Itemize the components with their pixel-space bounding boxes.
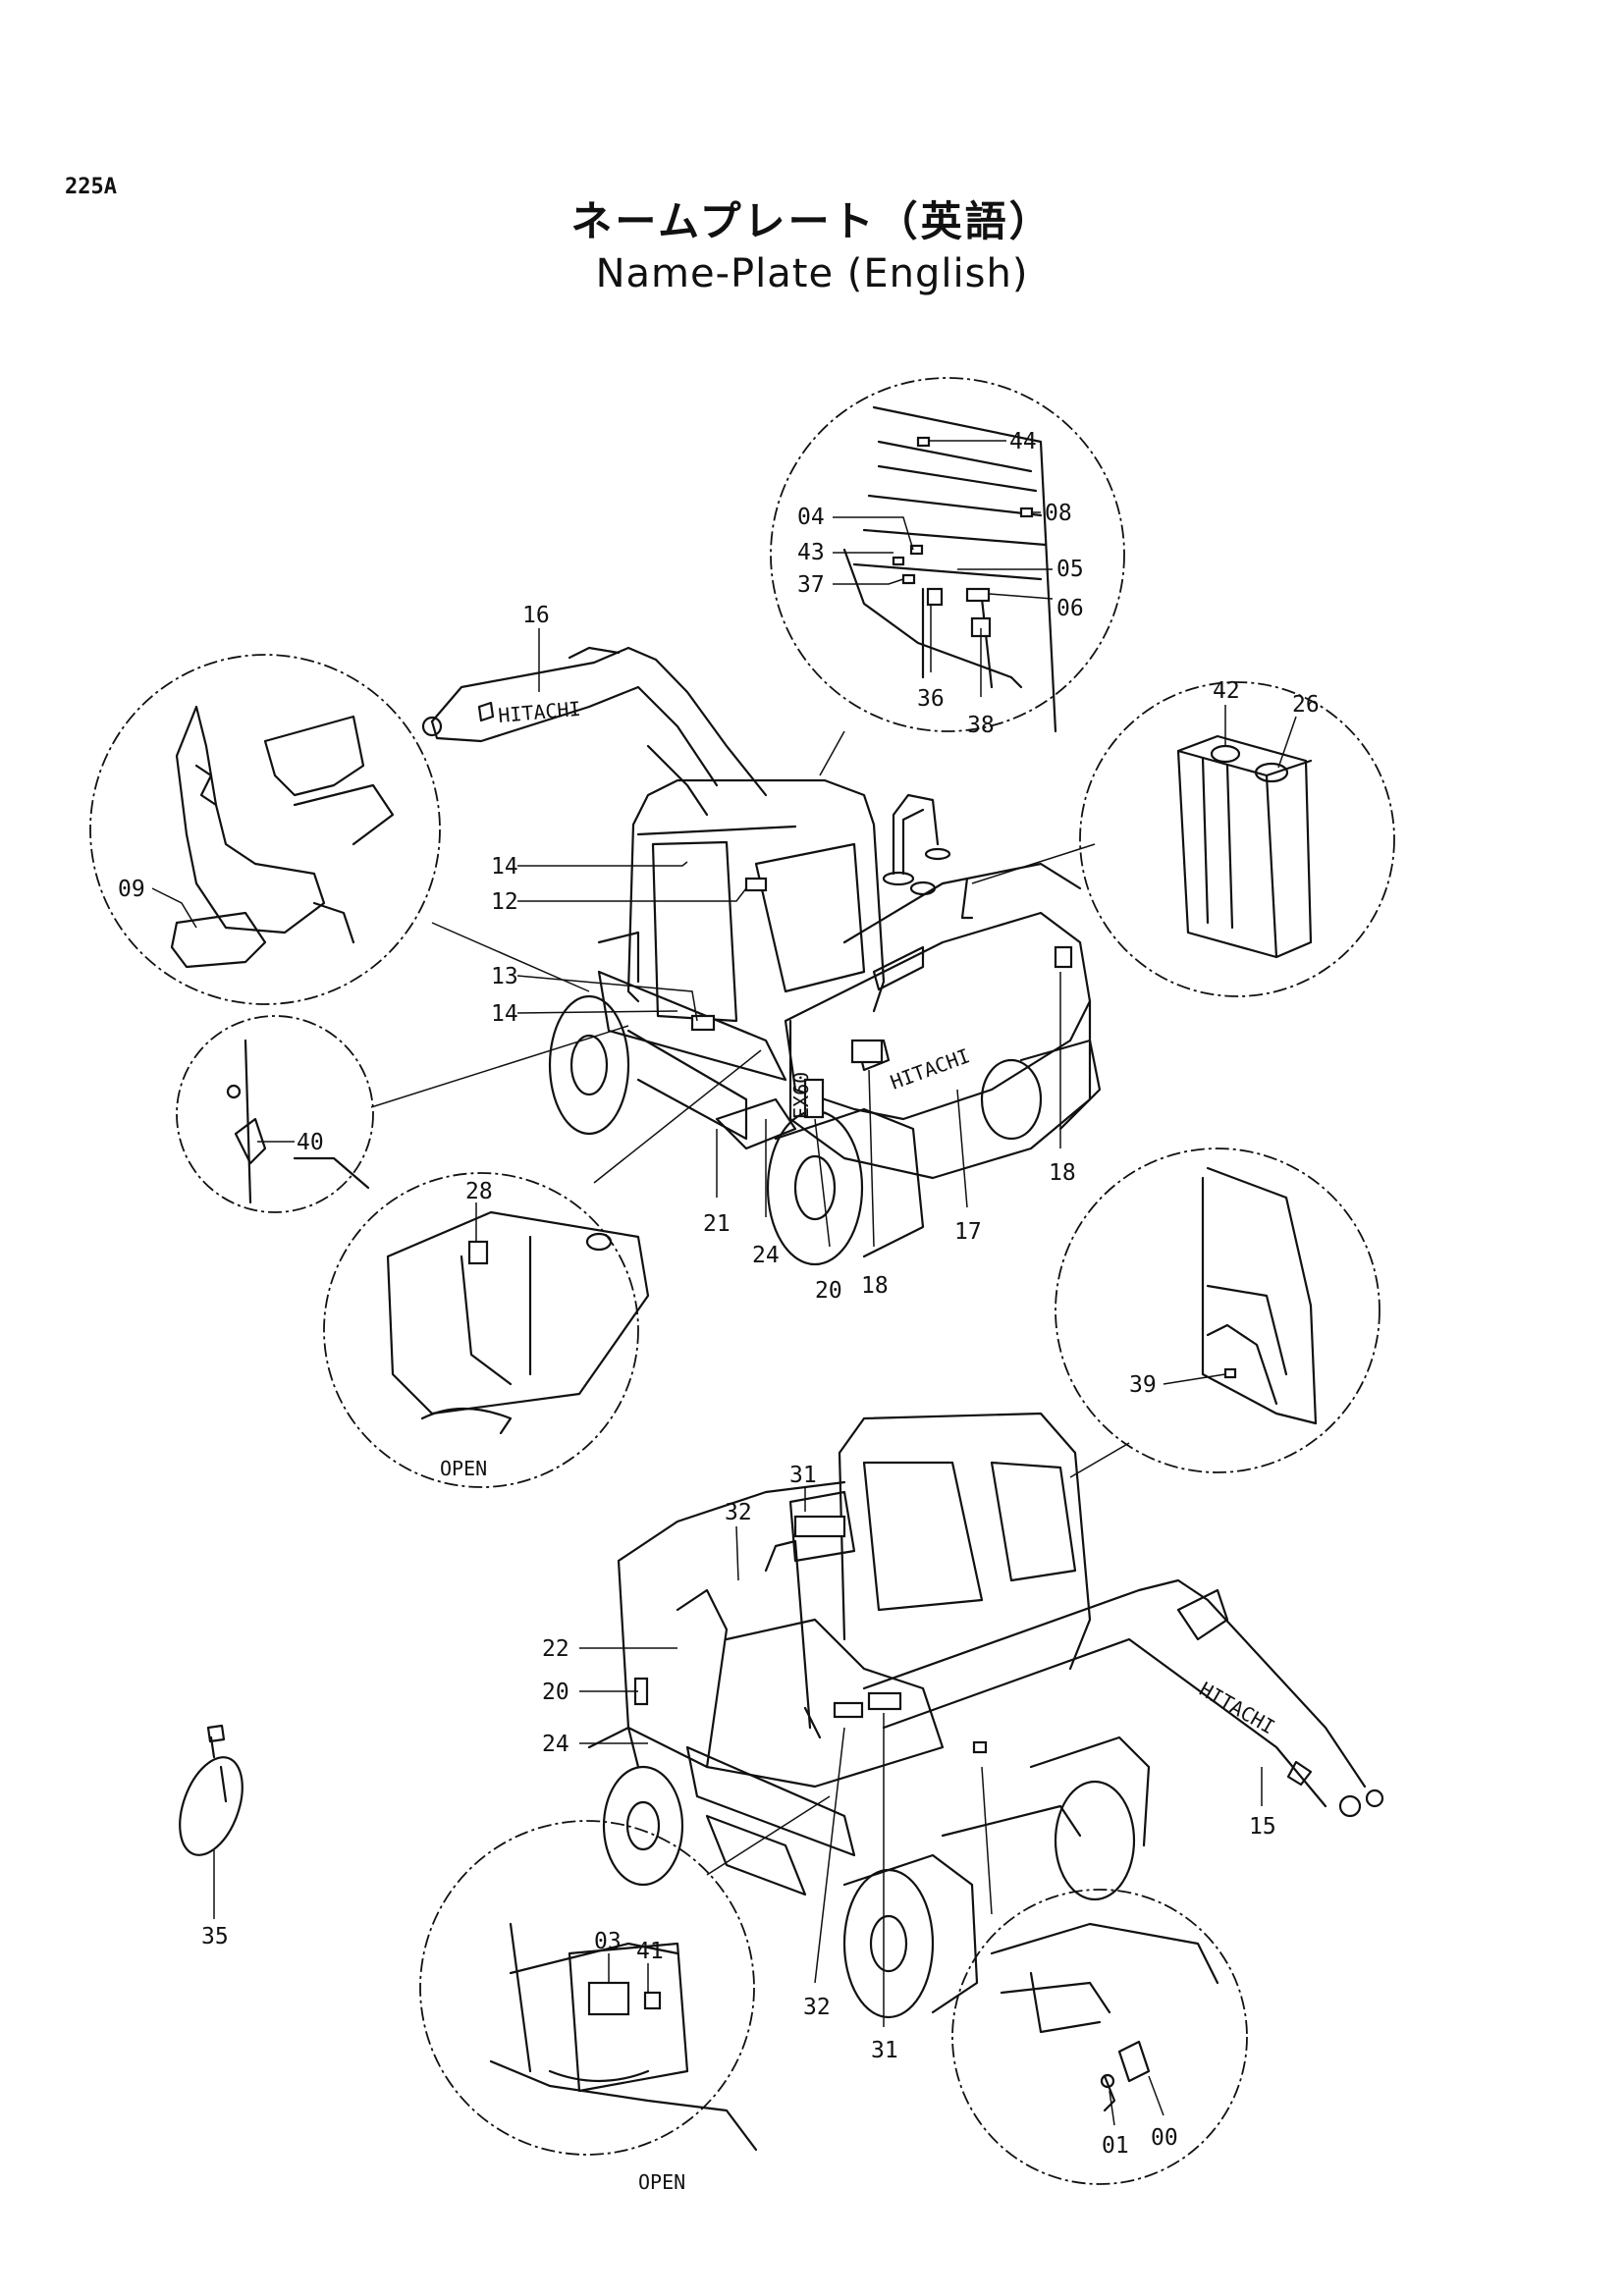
label-42: 42 xyxy=(1213,678,1240,704)
label-24-top: 24 xyxy=(752,1243,780,1268)
detail-circle-battery-box xyxy=(419,1795,831,2156)
detail-circle-latch xyxy=(176,1015,629,1213)
label-24-bottom: 24 xyxy=(542,1732,569,1757)
page-code: 225A xyxy=(65,175,117,199)
counterweight-brand-text: HITACHI xyxy=(888,1043,973,1094)
label-32-top: 32 xyxy=(725,1500,752,1525)
label-40: 40 xyxy=(297,1130,324,1155)
label-41: 41 xyxy=(636,1939,664,1964)
detail-circle-side-door xyxy=(323,1049,762,1488)
label-09: 09 xyxy=(118,877,145,902)
label-37: 37 xyxy=(797,572,825,598)
lower-machine-drawing: HITACHI xyxy=(587,1412,1384,2019)
detail-circle-door xyxy=(1055,1148,1380,1478)
label-21: 21 xyxy=(703,1211,731,1237)
leader-lines xyxy=(151,440,1297,2126)
label-12: 12 xyxy=(491,889,518,915)
label-38: 38 xyxy=(967,713,995,738)
label-00: 00 xyxy=(1151,2125,1178,2151)
label-06: 06 xyxy=(1056,596,1084,621)
label-13: 13 xyxy=(491,964,518,989)
boom-brand-text: HITACHI xyxy=(497,697,581,727)
label-31-bottom: 31 xyxy=(871,2038,898,2063)
label-35: 35 xyxy=(201,1924,229,1949)
label-04: 04 xyxy=(797,505,825,530)
label-22: 22 xyxy=(542,1636,569,1662)
label-15: 15 xyxy=(1249,1814,1276,1840)
label-20-top: 20 xyxy=(815,1278,842,1304)
label-14-bottom: 14 xyxy=(491,1001,518,1027)
label-16: 16 xyxy=(522,603,550,628)
label-14-top: 14 xyxy=(491,854,518,880)
label-18-left: 18 xyxy=(861,1273,889,1299)
label-08: 08 xyxy=(1045,501,1072,526)
label-20-bottom: 20 xyxy=(542,1680,569,1705)
label-26: 26 xyxy=(1292,692,1320,718)
label-44: 44 xyxy=(1009,429,1037,454)
open-label-bottom: OPEN xyxy=(638,2170,685,2194)
mirror-drawing xyxy=(179,1724,244,1856)
label-18-right: 18 xyxy=(1049,1160,1076,1186)
part-labels: 16 44 08 04 43 37 05 06 36 38 42 26 09 1… xyxy=(118,429,1320,2194)
label-17: 17 xyxy=(954,1219,982,1245)
title-english: Name-Plate (English) xyxy=(595,251,1029,296)
label-31-top: 31 xyxy=(789,1463,817,1488)
label-43: 43 xyxy=(797,540,825,565)
title-japanese: ネームプレート（英語） xyxy=(570,197,1054,245)
model-text: EX60 xyxy=(789,1072,813,1119)
label-05: 05 xyxy=(1056,557,1084,582)
label-36: 36 xyxy=(917,686,945,712)
detail-circle-tank xyxy=(971,681,1395,997)
detail-circle-window xyxy=(770,377,1125,776)
label-03: 03 xyxy=(594,1929,622,1954)
arm-brand-text: HITACHI xyxy=(1196,1678,1279,1739)
detail-circle-pin-plate xyxy=(951,1766,1248,2185)
label-32-bottom: 32 xyxy=(803,1995,831,2020)
open-label-top: OPEN xyxy=(440,1457,487,1480)
upper-machine-drawing: HITACHI HITACHI EX60 xyxy=(421,646,1102,1266)
label-28: 28 xyxy=(465,1179,493,1204)
label-39: 39 xyxy=(1129,1372,1157,1398)
label-01: 01 xyxy=(1102,2133,1129,2159)
